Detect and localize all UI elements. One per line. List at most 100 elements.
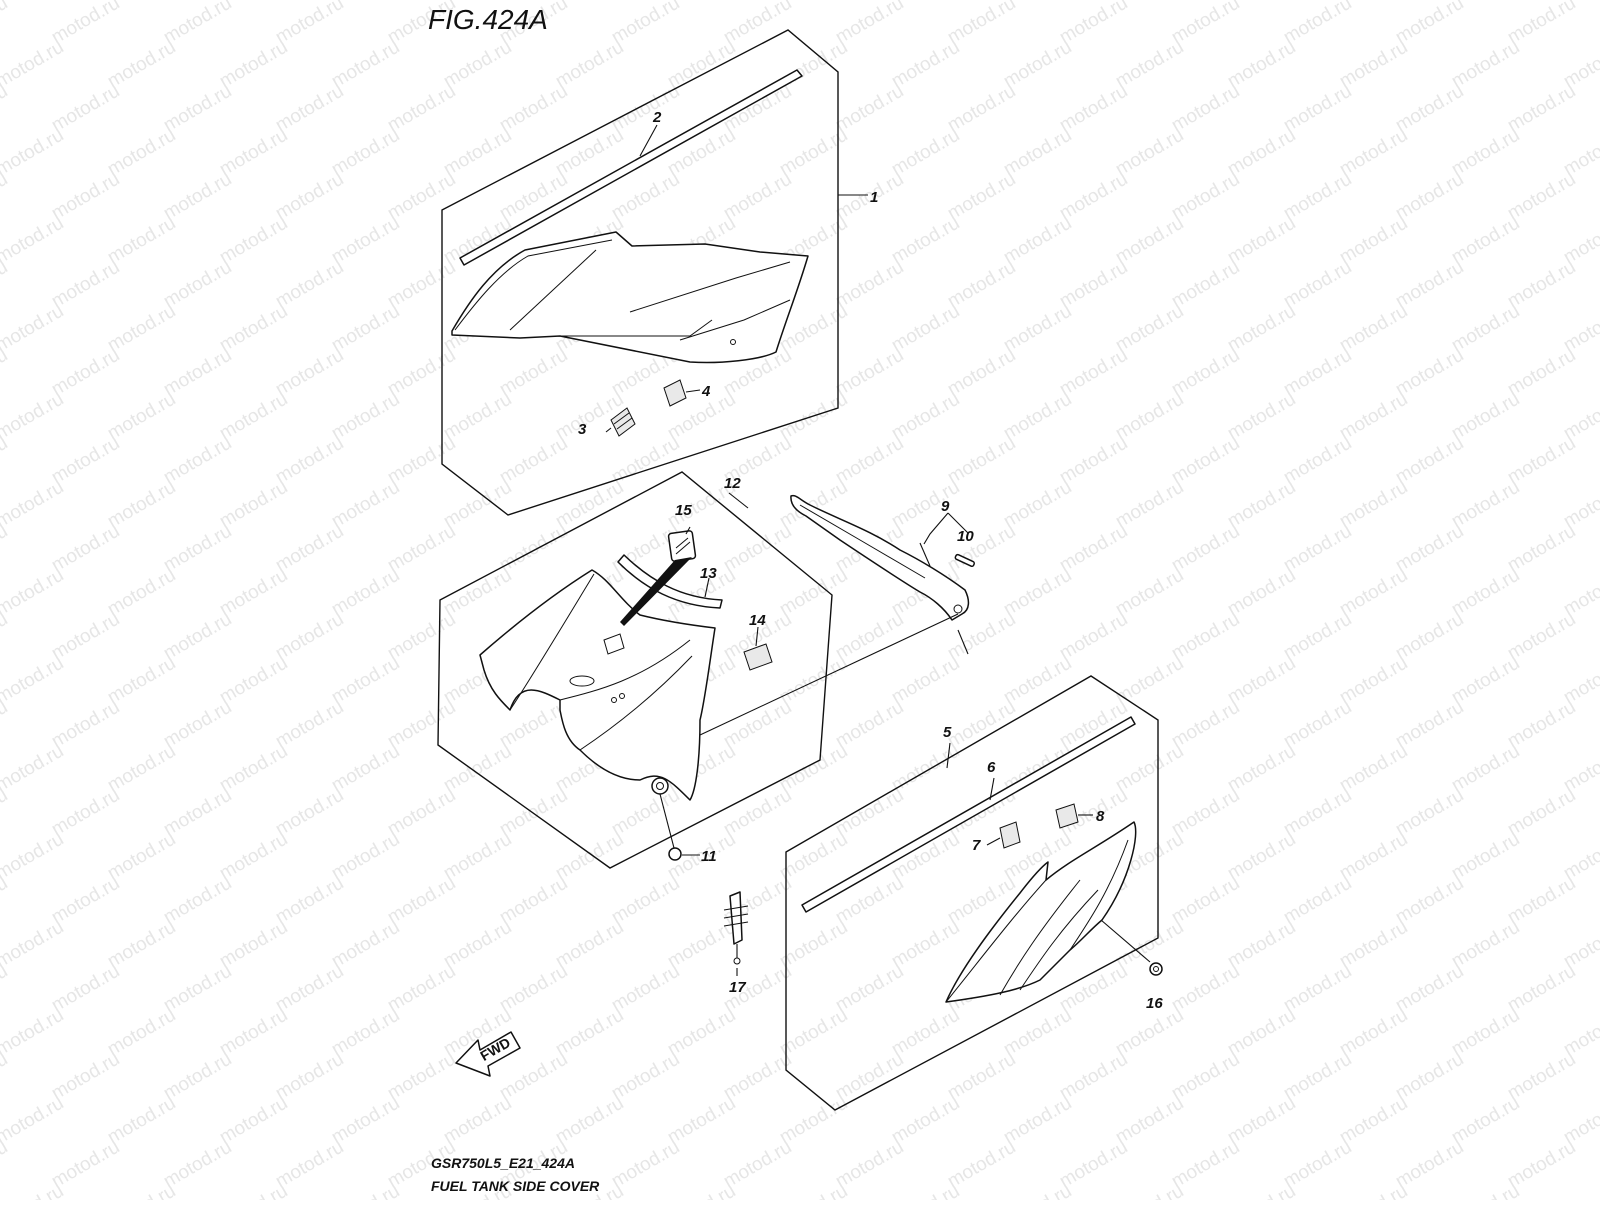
- watermark-text: motod.ru: [496, 521, 571, 577]
- watermark-text: motod.ru: [1280, 697, 1355, 753]
- watermark-text: motod.ru: [272, 257, 347, 313]
- callout-2: 2: [652, 109, 662, 126]
- watermark-text: motod.ru: [104, 565, 179, 621]
- watermark-text: motod.ru: [1000, 125, 1075, 181]
- watermark-text: motod.ru: [104, 829, 179, 885]
- watermark-text: motod.ru: [1392, 609, 1467, 665]
- watermark-text: motod.ru: [160, 257, 235, 313]
- watermark-text: motod.ru: [0, 37, 67, 93]
- watermark-text: motod.ru: [1224, 1005, 1299, 1061]
- center-cover-part-12: [479, 569, 716, 801]
- leader-14: [755, 626, 759, 647]
- watermark-text: motod.ru: [720, 1049, 795, 1105]
- watermark-text: motod.ru: [0, 169, 11, 225]
- watermark-text: motod.ru: [104, 917, 179, 973]
- watermark-text: motod.ru: [1224, 741, 1299, 797]
- watermark-text: motod.ru: [888, 741, 963, 797]
- watermark-text: motod.ru: [0, 521, 11, 577]
- watermark-text: motod.ru: [1504, 785, 1579, 841]
- watermark-text: motod.ru: [832, 345, 907, 401]
- watermark-text: motod.ru: [1224, 37, 1299, 93]
- watermark-text: motod.ru: [1224, 389, 1299, 445]
- watermark-text: motod.ru: [1056, 81, 1131, 137]
- watermark-text: motod.ru: [832, 697, 907, 753]
- watermark-text: motod.ru: [48, 521, 123, 577]
- watermark-text: motod.ru: [0, 389, 67, 445]
- watermark-text: motod.ru: [272, 697, 347, 753]
- watermark-text: motod.ru: [0, 873, 11, 929]
- watermark-text: motod.ru: [1336, 829, 1411, 885]
- watermark-text: motod.ru: [1168, 433, 1243, 489]
- watermark-text: motod.ru: [1280, 609, 1355, 665]
- watermark-text: motod.ru: [384, 961, 459, 1017]
- watermark-text: motod.ru: [272, 433, 347, 489]
- watermark-text: motod.ru: [720, 1137, 795, 1193]
- watermark-text: motod.ru: [48, 961, 123, 1017]
- pad-part-14: [743, 643, 773, 671]
- leader-12: [728, 492, 749, 509]
- trim-strip-part-6: [801, 716, 1136, 913]
- pad-part-4: [663, 379, 687, 407]
- callout-17: 17: [729, 979, 746, 996]
- watermark-text: motod.ru: [944, 1137, 1019, 1193]
- bracket-part-9: [790, 494, 970, 621]
- group-box-1: [441, 29, 839, 516]
- watermark-text: motod.ru: [888, 37, 963, 93]
- watermark-text: motod.ru: [888, 477, 963, 533]
- watermark-text: motod.ru: [0, 697, 11, 753]
- watermark-text: motod.ru: [832, 961, 907, 1017]
- watermark-text: motod.ru: [1056, 521, 1131, 577]
- watermark-text: motod.ru: [1000, 213, 1075, 269]
- grommet-part-3: [610, 407, 636, 437]
- leader-7: [986, 837, 1001, 846]
- watermark-text: motod.ru: [0, 0, 67, 4]
- watermark-text: motod.ru: [608, 433, 683, 489]
- watermark-text: motod.ru: [1504, 345, 1579, 401]
- group-box-12: [437, 471, 833, 869]
- watermark-text: motod.ru: [384, 81, 459, 137]
- watermark-text: motod.ru: [272, 521, 347, 577]
- watermark-text: motod.ru: [1336, 389, 1411, 445]
- watermark-text: motod.ru: [1504, 433, 1579, 489]
- watermark-text: motod.ru: [1448, 389, 1523, 445]
- watermark-text: motod.ru: [160, 785, 235, 841]
- watermark-text: motod.ru: [1280, 433, 1355, 489]
- watermark-text: motod.ru: [1112, 653, 1187, 709]
- callout-13: 13: [700, 565, 717, 582]
- watermark-text: motod.ru: [496, 345, 571, 401]
- watermark-text: motod.ru: [1280, 961, 1355, 1017]
- watermark-text: motod.ru: [0, 125, 67, 181]
- watermark-text: motod.ru: [720, 785, 795, 841]
- callout-14: 14: [749, 612, 766, 629]
- watermark-text: motod.ru: [1224, 1181, 1299, 1200]
- watermark-text: motod.ru: [832, 257, 907, 313]
- watermark-text: motod.ru: [272, 81, 347, 137]
- watermark-text: motod.ru: [608, 961, 683, 1017]
- watermark-text: motod.ru: [552, 37, 627, 93]
- watermark-text: motod.ru: [1336, 741, 1411, 797]
- watermark-text: motod.ru: [328, 125, 403, 181]
- leader-3: [605, 427, 612, 433]
- watermark-text: motod.ru: [328, 389, 403, 445]
- callout-5: 5: [943, 724, 952, 741]
- watermark-text: motod.ru: [0, 1005, 67, 1061]
- watermark-text: motod.ru: [1448, 301, 1523, 357]
- watermark-text: motod.ru: [1280, 1049, 1355, 1105]
- watermark-text: motod.ru: [1000, 37, 1075, 93]
- watermark-text: motod.ru: [0, 829, 67, 885]
- tank-side-cover-part-1: [451, 231, 809, 364]
- watermark-text: motod.ru: [0, 301, 67, 357]
- watermark-text: motod.ru: [1336, 213, 1411, 269]
- watermark-text: motod.ru: [1112, 741, 1187, 797]
- watermark-text: motod.ru: [1336, 37, 1411, 93]
- watermark-text: motod.ru: [1000, 477, 1075, 533]
- watermark-text: motod.ru: [776, 125, 851, 181]
- watermark-text: motod.ru: [216, 301, 291, 357]
- watermark-text: motod.ru: [1000, 653, 1075, 709]
- watermark-text: motod.ru: [1280, 81, 1355, 137]
- watermark-text: motod.ru: [1224, 565, 1299, 621]
- watermark-text: motod.ru: [944, 521, 1019, 577]
- watermark-text: motod.ru: [104, 389, 179, 445]
